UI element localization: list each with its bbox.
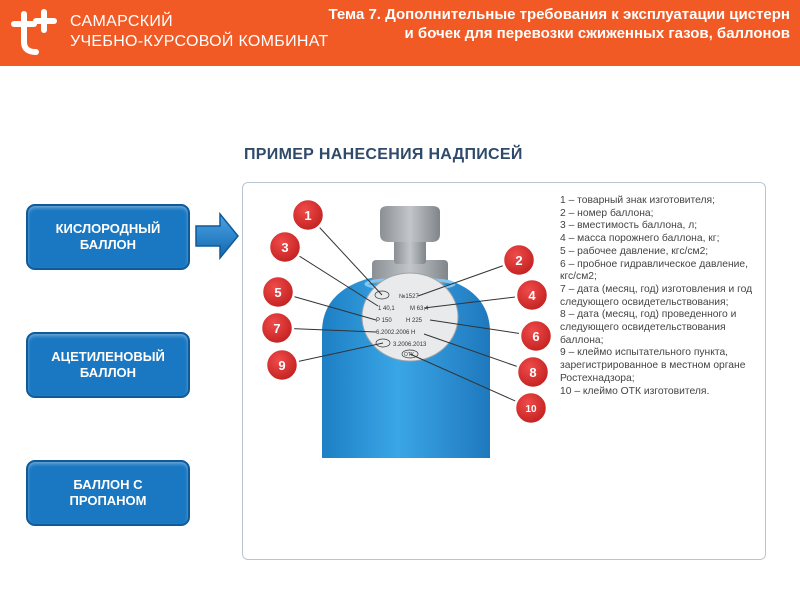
svg-text:6: 6 <box>532 329 539 344</box>
cylinder-illustration: №1527 1 40,1 М 63,4 Р 150 Н 225 6.2002.2… <box>259 197 552 458</box>
marker-10: 10 <box>513 390 549 426</box>
stamp-plate <box>361 272 459 362</box>
org-name-line1: САМАРСКИЙ <box>70 13 173 30</box>
legend-item-8: 8 – дата (месяц, год) проведенного и сле… <box>560 309 737 346</box>
svg-text:4: 4 <box>528 288 536 303</box>
company-logo-icon <box>11 9 57 55</box>
acetylene-cylinder-button[interactable]: АЦЕТИЛЕНОВЫЙ БАЛЛОН <box>26 332 190 398</box>
svg-text:10: 10 <box>525 404 537 415</box>
topic-title: Тема 7. Дополнительные требования к эксп… <box>328 6 790 42</box>
svg-text:5: 5 <box>274 285 281 300</box>
legend-item-10: 10 – клеймо ОТК изготовителя. <box>560 385 710 397</box>
valve-cap <box>380 206 440 242</box>
marker-9: 9 <box>264 347 300 383</box>
stamp-serial: №1527 <box>399 293 419 300</box>
marker-6: 6 <box>518 318 552 354</box>
marker-7: 7 <box>259 310 295 346</box>
legend-item-7: 7 – дата (месяц, год) изготовления и год… <box>560 283 753 308</box>
stamp-inspection-date: 3.2006.2013 <box>393 342 427 348</box>
legend-item-3: 3 – вместимость баллона, л; <box>560 220 698 232</box>
propane-cylinder-button[interactable]: БАЛЛОН С ПРОПАНОМ <box>26 460 190 526</box>
legend-item-2: 2 – номер баллона; <box>560 207 654 219</box>
valve-stem <box>394 238 426 264</box>
arrow-right-icon <box>195 211 239 261</box>
marker-4: 4 <box>514 277 550 313</box>
svg-text:3: 3 <box>281 240 288 255</box>
organization-name: САМАРСКИЙ УЧЕБНО-КУРСОВОЙ КОМБИНАТ <box>70 12 329 52</box>
stamp-manufacture-date: 6.2002.2006 Н <box>376 330 415 336</box>
marker-2: 2 <box>501 242 537 278</box>
legend-item-1: 1 – товарный знак изготовителя; <box>560 195 715 206</box>
header-bar: САМАРСКИЙ УЧЕБНО-КУРСОВОЙ КОМБИНАТ Тема … <box>0 0 800 66</box>
section-title: ПРИМЕР НАНЕСЕНИЯ НАДПИСЕЙ <box>244 146 523 163</box>
legend-item-9: 9 – клеймо испытательного пункта, зареги… <box>560 347 746 384</box>
marking-legend: 1 – товарный знак изготовителя; 2 – номе… <box>560 195 760 398</box>
legend-item-6: 6 – пробное гидравлическое давление, кгс… <box>560 258 748 283</box>
marker-3: 3 <box>267 229 303 265</box>
marker-8: 8 <box>515 354 551 390</box>
legend-item-4: 4 – масса порожнего баллона, кг; <box>560 233 720 245</box>
stamp-capacity: 1 40,1 <box>378 306 395 312</box>
svg-text:7: 7 <box>273 321 280 336</box>
marker-5: 5 <box>260 274 296 310</box>
stamp-test-pressure: Н 225 <box>406 318 423 324</box>
org-name-line2: УЧЕБНО-КУРСОВОЙ КОМБИНАТ <box>70 33 329 50</box>
svg-text:9: 9 <box>278 358 285 373</box>
stamp-mass: М 63,4 <box>410 306 429 312</box>
svg-text:8: 8 <box>529 365 536 380</box>
oxygen-cylinder-button[interactable]: КИСЛОРОДНЫЙ БАЛЛОН <box>26 204 190 270</box>
marker-1: 1 <box>290 197 326 233</box>
stamp-work-pressure: Р 150 <box>376 318 392 324</box>
legend-item-5: 5 – рабочее давление, кгс/см2; <box>560 245 709 257</box>
stamp-otk: ОТК <box>404 352 414 358</box>
svg-text:2: 2 <box>515 253 522 268</box>
svg-text:1: 1 <box>304 208 311 223</box>
